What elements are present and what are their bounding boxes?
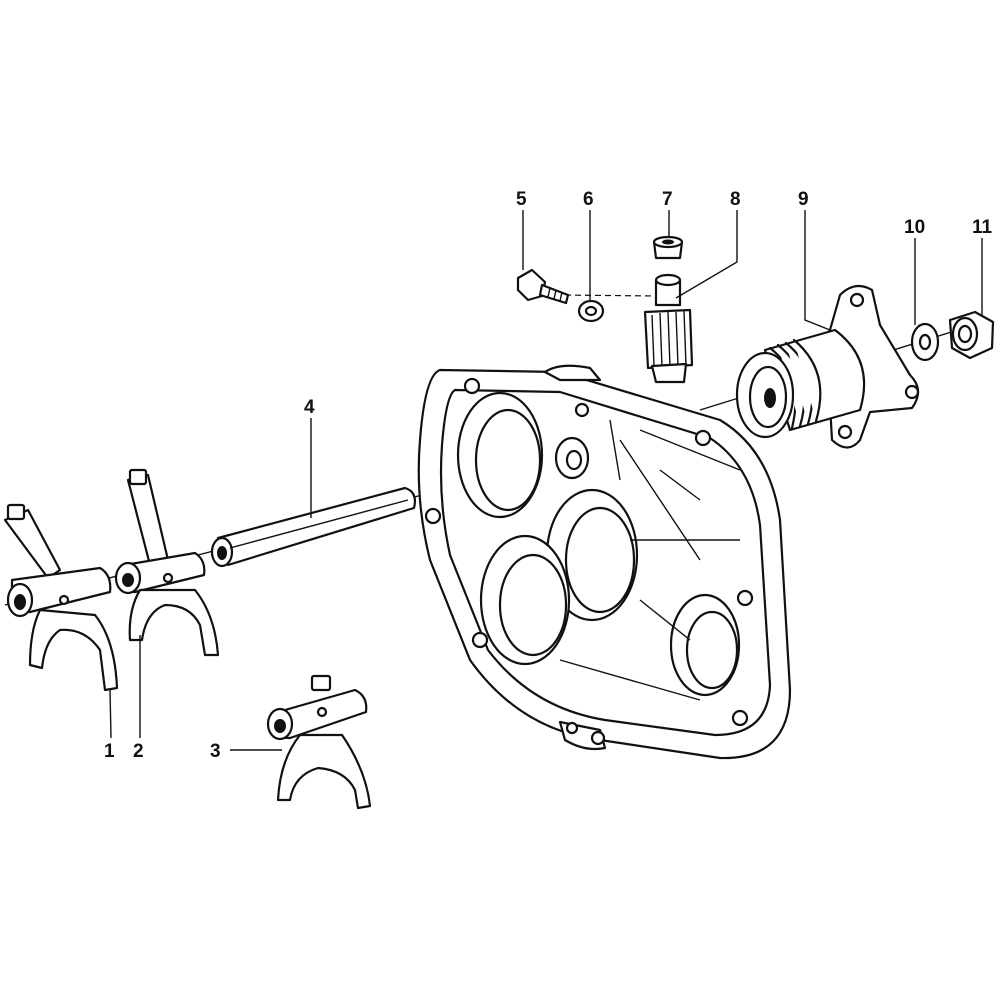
callout-9: 9 bbox=[798, 189, 809, 210]
callout-1: 1 bbox=[104, 741, 115, 762]
drive-gear-8 bbox=[643, 273, 694, 384]
callout-5: 5 bbox=[516, 189, 527, 210]
washer-6 bbox=[577, 299, 605, 323]
cap-7 bbox=[652, 235, 684, 260]
washer-10 bbox=[910, 322, 940, 362]
callout-4: 4 bbox=[304, 397, 315, 418]
shift-fork-2 bbox=[114, 468, 220, 657]
flange-housing-9 bbox=[735, 284, 920, 449]
callout-labels: 1 2 3 4 5 6 7 8 9 10 11 bbox=[104, 189, 993, 762]
callout-2: 2 bbox=[133, 741, 144, 762]
callout-3: 3 bbox=[210, 741, 221, 762]
nut-11 bbox=[948, 310, 995, 360]
bolt-5 bbox=[516, 268, 570, 305]
callout-8: 8 bbox=[730, 189, 741, 210]
callout-7: 7 bbox=[662, 189, 673, 210]
callout-10: 10 bbox=[904, 217, 925, 238]
transmission-housing bbox=[417, 364, 792, 760]
shift-rod-4 bbox=[210, 486, 417, 568]
callout-11: 11 bbox=[972, 217, 993, 238]
leader-lines bbox=[109, 210, 983, 751]
shift-fork-1 bbox=[3, 503, 119, 692]
shift-fork-3 bbox=[266, 674, 372, 810]
callout-6: 6 bbox=[583, 189, 594, 210]
